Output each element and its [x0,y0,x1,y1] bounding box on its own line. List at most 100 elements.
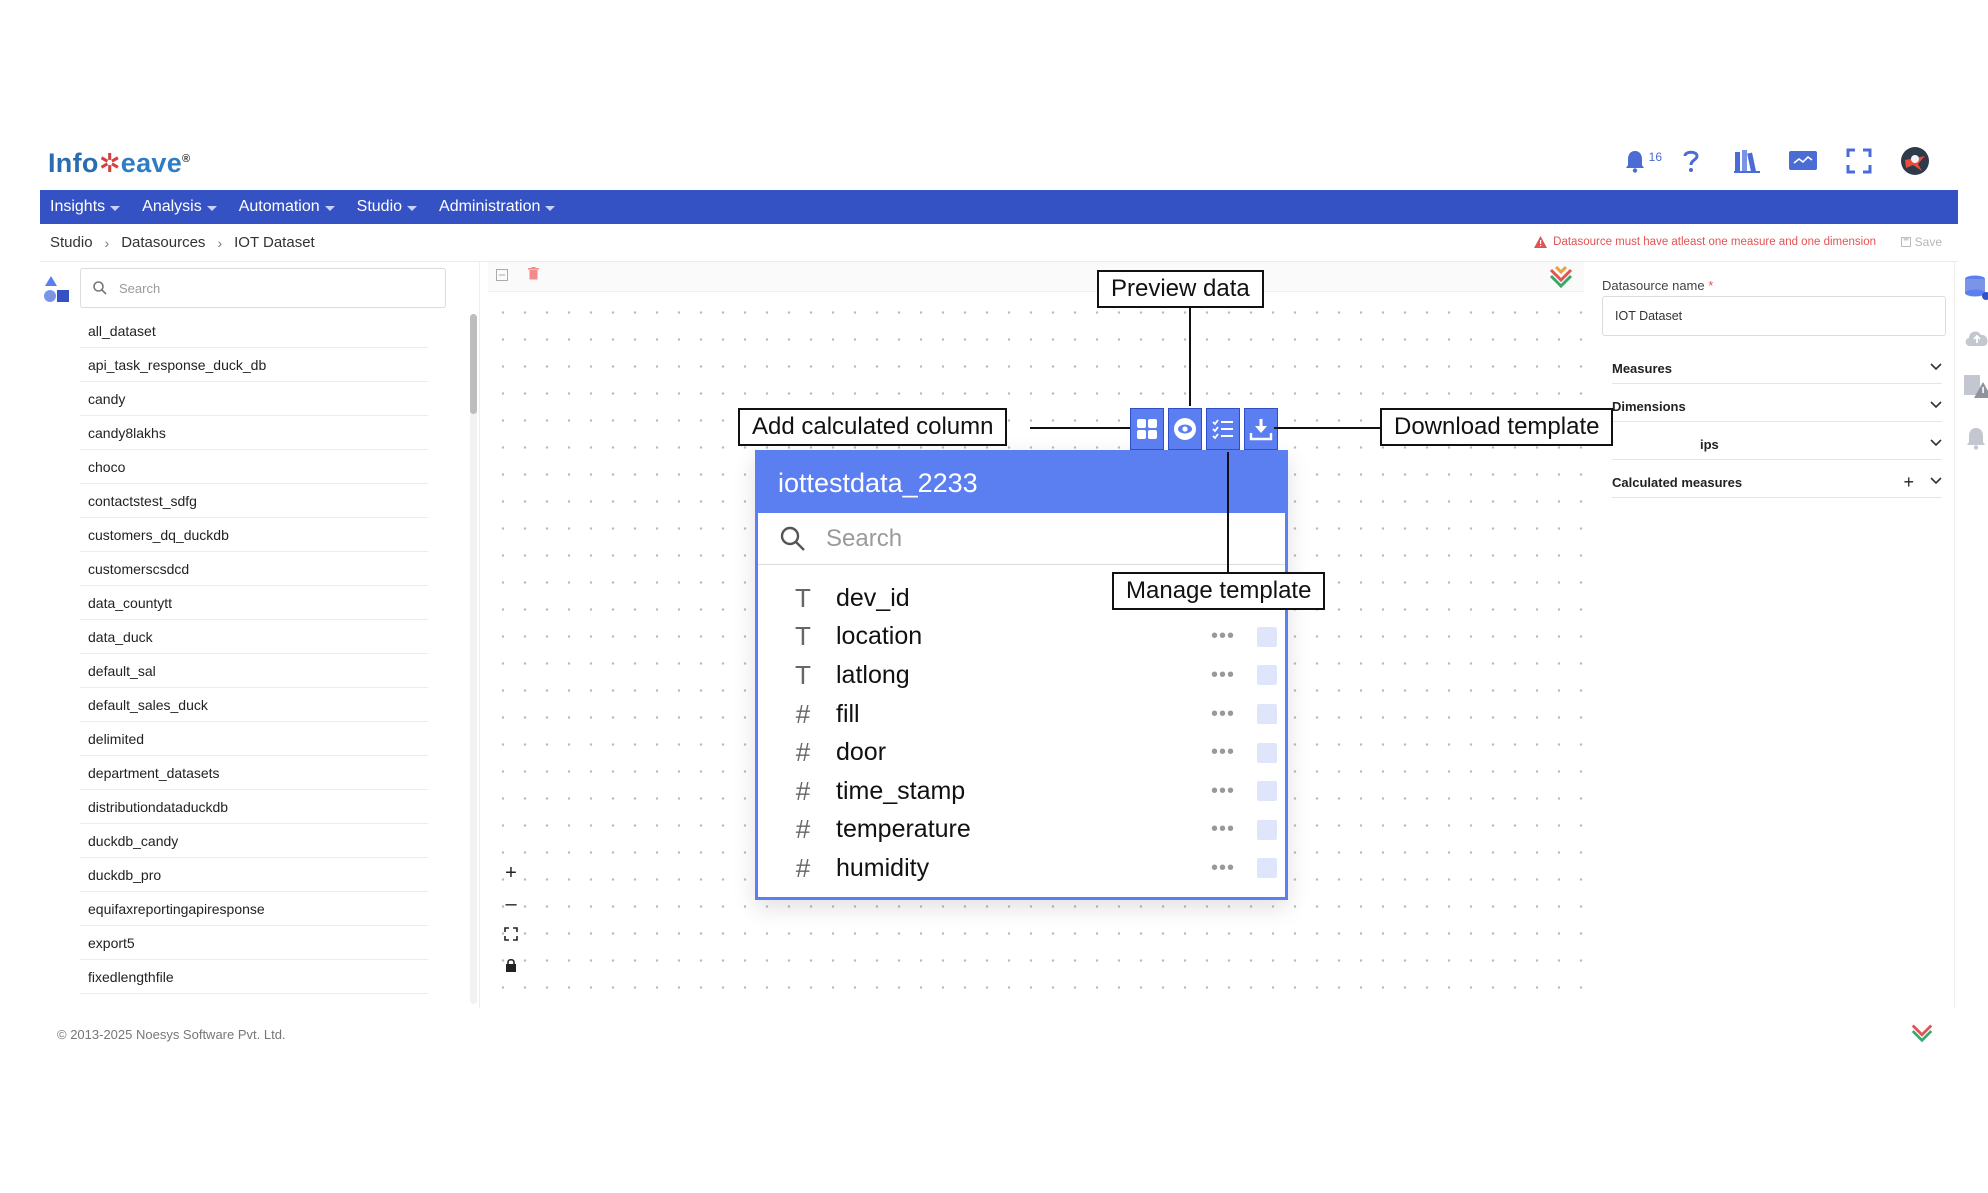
dataset-list-scrollbar[interactable] [470,314,477,1004]
list-item[interactable]: delimited [80,722,428,756]
fit-view-icon[interactable] [504,924,518,947]
infoveave-logo[interactable]: Info✲eave® [48,148,190,179]
help-icon[interactable] [1676,146,1706,176]
nav-insights[interactable]: Insights [50,198,121,216]
add-calculated-column-button[interactable] [1130,408,1164,450]
monitor-icon[interactable] [1788,146,1818,176]
list-item[interactable]: duckdb_pro [80,858,428,892]
database-settings-icon[interactable] [1963,274,1988,307]
manage-template-button[interactable] [1206,408,1240,450]
caret-down-icon [206,205,217,211]
field-checkbox[interactable] [1257,819,1277,840]
download-template-button[interactable] [1244,408,1278,450]
list-item[interactable]: default_sales_duck [80,688,428,722]
avatar[interactable] [1900,146,1930,176]
section-measures[interactable]: Measures [1612,354,1942,384]
field-checkbox[interactable] [1257,781,1277,802]
alert-report-icon[interactable] [1963,374,1988,405]
section-calculated-measures[interactable]: Calculated measures + [1612,468,1942,498]
field-row[interactable]: #humidity••• [758,849,1285,888]
collapse-icon[interactable] [496,268,508,286]
add-calculated-measure-button[interactable]: + [1903,472,1914,492]
nav-analysis[interactable]: Analysis [142,198,217,216]
nav-label: Analysis [142,198,202,215]
logo-text-eave: eave [120,148,183,178]
field-search-input[interactable]: Search [758,513,1285,565]
list-item[interactable]: candy8lakhs [80,416,428,450]
field-checkbox[interactable] [1257,626,1277,647]
header-icons: 16 [1620,146,1930,176]
field-name: latlong [836,660,910,689]
field-checkbox[interactable] [1257,742,1277,763]
list-item[interactable]: customerscsdcd [80,552,428,586]
more-icon[interactable]: ••• [1210,741,1235,764]
delete-icon[interactable] [528,267,539,285]
checklist-icon [1212,419,1233,440]
table-card-toolbar [1130,408,1278,450]
more-icon[interactable]: ••• [1210,625,1235,648]
field-name: time_stamp [836,776,966,805]
list-item[interactable]: duckdb_candy [80,824,428,858]
zoom-out-button[interactable]: – [505,893,517,915]
caret-down-icon [407,205,418,211]
fullscreen-icon[interactable] [1844,146,1874,176]
nav-studio[interactable]: Studio [357,198,418,216]
breadcrumb-current: IOT Dataset [234,234,315,251]
list-item[interactable]: contactstest_sdfg [80,484,428,518]
lock-icon[interactable] [505,955,517,978]
field-row[interactable]: #temperature••• [758,811,1285,850]
library-icon[interactable] [1732,146,1762,176]
list-item[interactable]: data_countytt [80,586,428,620]
breadcrumb-studio[interactable]: Studio [50,234,93,251]
bell-icon[interactable] [1965,426,1987,455]
list-item[interactable]: export5 [80,926,428,960]
list-item[interactable]: department_datasets [80,756,428,790]
dataset-search-input[interactable]: Search [80,268,446,308]
nav-administration[interactable]: Administration [439,198,556,216]
field-row[interactable]: #door••• [758,733,1285,772]
datasource-name-input[interactable]: IOT Dataset [1602,296,1946,336]
more-icon[interactable]: ••• [1210,856,1235,879]
list-item[interactable]: customers_dq_duckdb [80,518,428,552]
list-item[interactable]: distributiondataduckdb [80,790,428,824]
field-name: dev_id [836,583,910,612]
list-item[interactable]: choco [80,450,428,484]
breadcrumb-datasources[interactable]: Datasources [121,234,206,251]
shapes-icon[interactable] [42,274,70,309]
more-icon[interactable]: ••• [1210,779,1235,802]
chevron-right-icon: › [217,234,223,251]
save-button[interactable]: Save [1900,235,1942,249]
zoom-in-button[interactable]: + [505,862,517,884]
list-item[interactable]: api_task_response_duck_db [80,348,428,382]
section-dimensions[interactable]: Dimensions [1612,392,1942,422]
field-row[interactable]: #fill••• [758,695,1285,734]
more-icon[interactable]: ••• [1210,818,1235,841]
preview-data-button[interactable] [1168,408,1202,450]
warning-icon [1534,236,1548,248]
nav-automation[interactable]: Automation [239,198,335,216]
cloud-upload-icon[interactable] [1963,326,1988,353]
field-checkbox[interactable] [1257,858,1277,879]
list-item[interactable]: equifaxreportingapiresponse [80,892,428,926]
field-checkbox[interactable] [1257,704,1277,725]
field-checkbox[interactable] [1257,665,1277,686]
list-item[interactable]: geodimensiontable [80,994,428,1005]
list-item[interactable]: fixedlengthfile [80,960,428,994]
more-icon[interactable]: ••• [1210,702,1235,725]
datasource-properties-panel: Datasource name * IOT Dataset Measures D… [1592,262,1950,1008]
field-row[interactable]: #time_stamp••• [758,772,1285,811]
list-item[interactable]: all_dataset [80,314,428,348]
search-icon [780,526,805,551]
list-item[interactable]: candy [80,382,428,416]
list-item[interactable]: default_sal [80,654,428,688]
bell-icon[interactable]: 16 [1620,146,1662,176]
section-title: Calculated measures [1612,475,1743,490]
section-relationships[interactable]: ips [1612,430,1942,460]
scrollbar-thumb[interactable] [470,314,477,414]
more-icon[interactable]: ••• [1210,663,1235,686]
list-item[interactable]: data_duck [80,620,428,654]
